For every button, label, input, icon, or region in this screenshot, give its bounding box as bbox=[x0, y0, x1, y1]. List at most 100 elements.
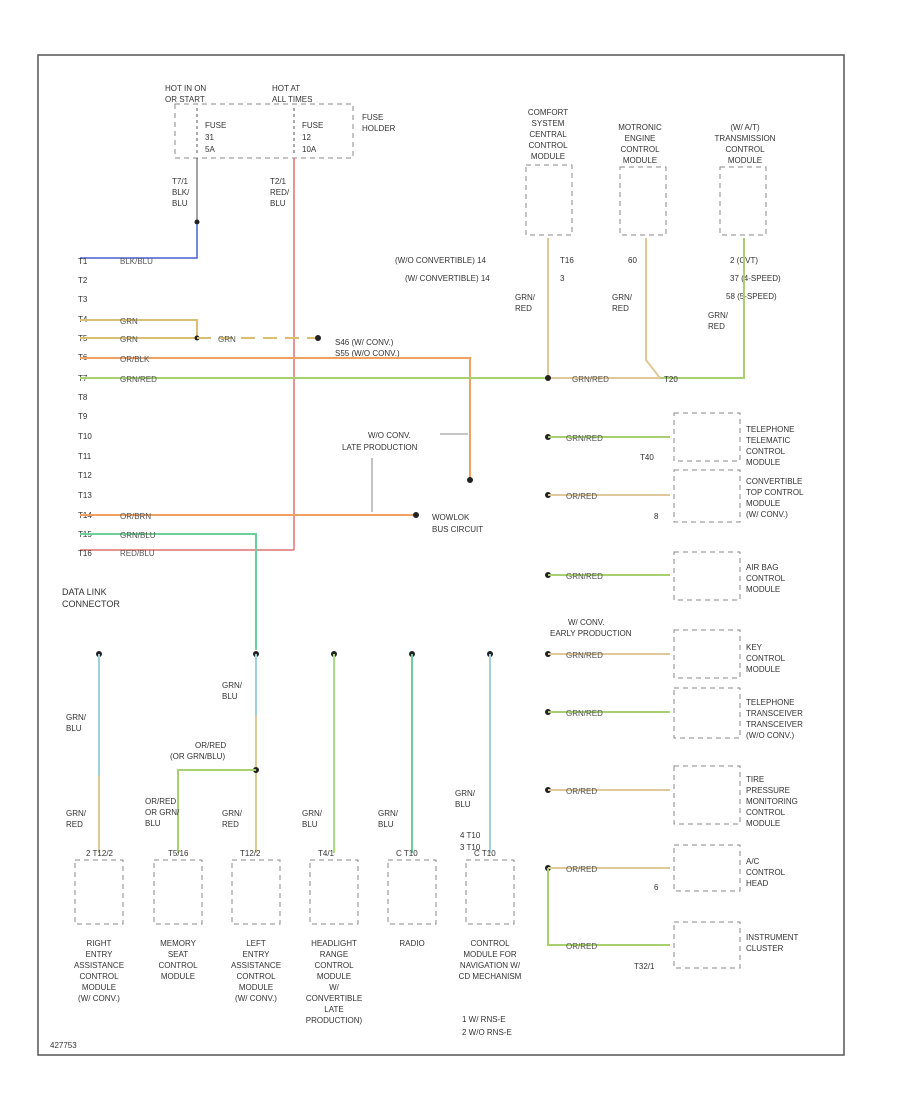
b3-name-2: ENTRY bbox=[243, 950, 271, 959]
b2-name-3: CONTROL bbox=[158, 961, 198, 970]
fuse-b-number: 12 bbox=[302, 133, 311, 142]
bottom-box-3-pin: T12/2 bbox=[240, 849, 261, 858]
wire-a-pin: T7/1 bbox=[172, 177, 189, 186]
top-modules: COMFORT SYSTEM CENTRAL CONTROL MODULE MO… bbox=[395, 108, 781, 384]
right-module-4-l3: MODULE bbox=[746, 665, 780, 674]
right-module-6-l3: MONITORING bbox=[746, 797, 798, 806]
comfort-label-5: MODULE bbox=[531, 152, 565, 161]
right-module-3-l3: MODULE bbox=[746, 585, 780, 594]
b4-wire-2: BLU bbox=[302, 820, 318, 829]
trans-module-box bbox=[719, 166, 767, 236]
b4-name-6: CONVERTIBLE bbox=[306, 994, 362, 1003]
right-wire-7: OR/RED bbox=[566, 865, 597, 874]
right-module-1-l4: MODULE bbox=[746, 458, 780, 467]
b1-name-6: (W/ CONV.) bbox=[78, 994, 120, 1003]
right-module-7-l3: HEAD bbox=[746, 879, 768, 888]
right-module-2-l3: MODULE bbox=[746, 499, 780, 508]
right-wire-3: GRN/RED bbox=[566, 572, 603, 581]
b6-name-3: NAVIGATION W/ bbox=[460, 961, 521, 970]
comfort-module-box bbox=[525, 164, 573, 236]
b1-wire2-1: GRN/ bbox=[66, 809, 87, 818]
b2-wire-1: OR/RED bbox=[145, 797, 176, 806]
wire-b-color-2: BLU bbox=[270, 199, 286, 208]
b2-name-1: MEMORY bbox=[160, 939, 197, 948]
trans-pin-3: 58 (5-SPEED) bbox=[726, 292, 777, 301]
footnote-1: 1 W/ RNS-E bbox=[462, 1015, 506, 1024]
right-module-1-l3: CONTROL bbox=[746, 447, 786, 456]
motronic-label-2: ENGINE bbox=[625, 134, 656, 143]
right-module-box-8 bbox=[673, 921, 741, 969]
b3-wire-1: GRN/ bbox=[222, 809, 243, 818]
pin-t9: T9 bbox=[78, 412, 88, 421]
b1-name-2: ENTRY bbox=[86, 950, 114, 959]
wo-conv-label-2: LATE PRODUCTION bbox=[342, 443, 418, 452]
right-module-8-l2: CLUSTER bbox=[746, 944, 784, 953]
right-module-box-3 bbox=[673, 551, 741, 601]
wire-label-t4: GRN bbox=[120, 317, 138, 326]
motronic-wire-1: GRN/ bbox=[612, 293, 633, 302]
right-module-4-l2: CONTROL bbox=[746, 654, 786, 663]
power-section: HOT IN ON OR START HOT AT ALL TIMES FUSE… bbox=[80, 84, 396, 551]
right-module-3-l1: AIR BAG bbox=[746, 563, 778, 572]
right-module-6-l1: TIRE bbox=[746, 775, 764, 784]
pin-t12: T12 bbox=[78, 471, 92, 480]
bottom-modules: GRN/ BLU GRN/ RED GRN/ BLU OR/RED (OR GR… bbox=[50, 651, 522, 1050]
b1-name-3: ASSISTANCE bbox=[74, 961, 124, 970]
b3-name-6: (W/ CONV.) bbox=[235, 994, 277, 1003]
fuse-a-rating: 5A bbox=[205, 145, 215, 154]
wire-b-color-1: RED/ bbox=[270, 188, 290, 197]
comfort-pin-suffix-1: T16 bbox=[560, 256, 574, 265]
right-wire-4: GRN/RED bbox=[566, 651, 603, 660]
b1-wire2-2: RED bbox=[66, 820, 83, 829]
b6-wire-2: BLU bbox=[455, 800, 471, 809]
b6-wire-1: GRN/ bbox=[455, 789, 476, 798]
comfort-wire-1: GRN/ bbox=[515, 293, 536, 302]
wire-label-t7: GRN/RED bbox=[120, 375, 157, 384]
right-module-2-l2: TOP CONTROL bbox=[746, 488, 804, 497]
right-module-box-6 bbox=[673, 765, 741, 825]
bottom-box-4 bbox=[309, 859, 359, 925]
b4-name-2: RANGE bbox=[320, 950, 348, 959]
right-wire-8: OR/RED bbox=[566, 942, 597, 951]
wire-label-t6: OR/BLK bbox=[120, 355, 150, 364]
hot-run-label-1: HOT IN ON bbox=[165, 84, 206, 93]
wo-conv-label-1: W/O CONV. bbox=[368, 431, 411, 440]
b2-wire-3: BLU bbox=[145, 819, 161, 828]
bottom-box-2 bbox=[153, 859, 203, 925]
b1-name-1: RIGHT bbox=[87, 939, 112, 948]
right-module-7-l2: CONTROL bbox=[746, 868, 786, 877]
center-labels: W/O CONV. LATE PRODUCTION WOWLOK BUS CIR… bbox=[342, 431, 483, 534]
mid-grn-blu-2: BLU bbox=[222, 692, 238, 701]
comfort-label-2: SYSTEM bbox=[532, 119, 565, 128]
b4-name-8: PRODUCTION) bbox=[306, 1016, 363, 1025]
hot-run-label-2: OR START bbox=[165, 95, 205, 104]
splice-label-2: S55 (W/O CONV.) bbox=[335, 349, 400, 358]
b4-name-5: W/ bbox=[329, 983, 340, 992]
wire-label-t15: GRN/BLU bbox=[120, 531, 156, 540]
b2-name-4: MODULE bbox=[161, 972, 195, 981]
right-module-6-l4: CONTROL bbox=[746, 808, 786, 817]
right-module-5-l3: TRANSCEIVER bbox=[746, 720, 803, 729]
mid-or-red-2: (OR GRN/BLU) bbox=[170, 752, 225, 761]
data-link-connector: T1 T2 T3 T4 T5 T6 T7 T8 T9 T10 T11 T12 T… bbox=[62, 257, 548, 650]
diagram-frame bbox=[37, 54, 845, 1056]
hot-all-label-1: HOT AT bbox=[272, 84, 300, 93]
b4-name-1: HEADLIGHT bbox=[311, 939, 357, 948]
right-module-8-l1: INSTRUMENT bbox=[746, 933, 799, 942]
fuse-b-rating: 10A bbox=[302, 145, 317, 154]
bus-label-1: WOWLOK bbox=[432, 513, 470, 522]
b6-pin-note-2: 3 T10 bbox=[460, 843, 481, 852]
trans-label-3: CONTROL bbox=[725, 145, 765, 154]
trans-t20-pin: T20 bbox=[664, 375, 678, 384]
bottom-names: RIGHT ENTRY ASSISTANCE CONTROL MODULE (W… bbox=[74, 939, 522, 1025]
b5-name-1: RADIO bbox=[399, 939, 424, 948]
right-wire-2: OR/RED bbox=[566, 492, 597, 501]
right-module-box-2 bbox=[673, 469, 741, 523]
pin-t11: T11 bbox=[78, 452, 92, 461]
bottom-box-4-pin: T4/1 bbox=[318, 849, 335, 858]
pin-t3: T3 bbox=[78, 295, 88, 304]
motronic-label-3: CONTROL bbox=[620, 145, 660, 154]
bottom-box-3 bbox=[231, 859, 281, 925]
fuse-a-number: 31 bbox=[205, 133, 214, 142]
